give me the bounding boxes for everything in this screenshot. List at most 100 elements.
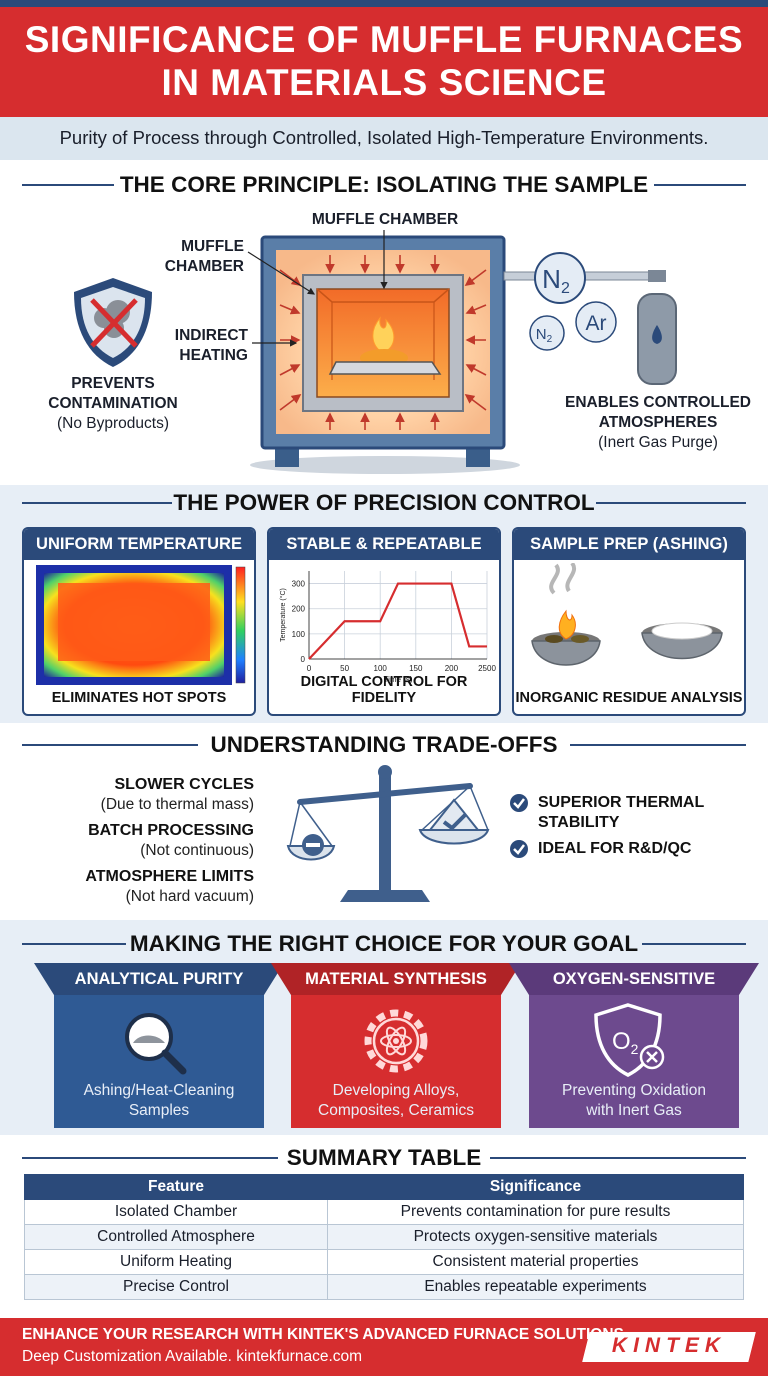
enables-line-1: ENABLES CONTROLLED <box>565 394 751 411</box>
chart-y-tick-label: 0 <box>301 655 306 664</box>
chart-y-tick-label: 100 <box>292 630 306 639</box>
scale-pan-pros <box>418 829 490 845</box>
card-body: O2 Preventing Oxidation with Inert Gas <box>529 995 739 1128</box>
flame-icon <box>372 316 395 354</box>
column-header-significance: Significance <box>327 1174 744 1200</box>
label-muffle-left-line-2: CHAMBER <box>164 258 244 275</box>
pro-item-rd-qc: IDEAL FOR R&D/QC <box>538 840 692 857</box>
cylinder-valve <box>648 270 666 282</box>
indirect-heat-arrows <box>279 255 487 430</box>
con-label: SLOWER CYCLES <box>114 776 254 793</box>
section-divider-right <box>596 502 746 504</box>
chart-x-tick-label: 100 <box>374 664 388 673</box>
header-top-stripe <box>0 0 768 7</box>
card-title: ANALYTICAL PURITY <box>34 963 284 995</box>
sample-tray <box>328 361 442 375</box>
label-muffle-chamber-top: MUFFLE CHAMBER <box>311 211 459 228</box>
pro-line-1: SUPERIOR THERMAL <box>538 794 705 811</box>
label-indirect-line-2: HEATING <box>179 347 248 364</box>
ar-label: Ar <box>586 312 607 335</box>
enables-line-2: ATMOSPHERES <box>598 414 718 431</box>
card-title: OXYGEN-SENSITIVE <box>509 963 759 995</box>
panel-caption: INORGANIC RESIDUE ANALYSIS <box>515 690 743 706</box>
card-text: Preventing Oxidation with Inert Gas <box>529 1081 739 1121</box>
panel-uniform-temperature: UNIFORM TEMPERATURE ELIMINATES HOT SPOTS <box>22 527 256 716</box>
subtitle-band <box>0 117 768 160</box>
con-sub: (Not hard vacuum) <box>125 888 254 905</box>
chart-y-tick-label: 300 <box>292 580 306 589</box>
ashing-crucibles <box>531 563 723 666</box>
check-icon <box>510 794 528 812</box>
header-banner <box>0 7 768 117</box>
chart-x-tick-label: 200 <box>445 664 459 673</box>
kintek-logo-text: KINTEK <box>611 1334 727 1357</box>
page-title-line-1: SIGNIFICANCE OF MUFFLE FURNACES <box>24 19 744 60</box>
con-label: BATCH PROCESSING <box>88 822 254 839</box>
column-header-feature: Feature <box>24 1174 328 1200</box>
n2-small-label: N2 <box>536 326 553 345</box>
card-body: Developing Alloys, Composites, Ceramics <box>291 995 501 1128</box>
prevents-line-1: PREVENTS <box>71 375 155 392</box>
panel-caption: DIGITAL CONTROL FOR FIDELITY <box>300 674 468 706</box>
section-divider-right <box>642 943 746 945</box>
card-text-line-2: with Inert Gas <box>586 1102 682 1119</box>
pro-line-2: STABILITY <box>538 814 620 831</box>
card-text-line-2: Samples <box>128 1102 190 1119</box>
card-text-line-2: Composites, Ceramics <box>318 1102 474 1119</box>
chart-y-tick-label: 200 <box>292 605 306 614</box>
panel-caption: ELIMINATES HOT SPOTS <box>51 690 227 706</box>
con-label: ATMOSPHERE LIMITS <box>85 868 254 885</box>
chart-x-tick-label: 150 <box>409 664 423 673</box>
goal-card-oxygen-sensitive: OXYGEN-SENSITIVE O2 Preventing Oxidation… <box>509 963 759 1128</box>
page-title-line-2: IN MATERIALS SCIENCE <box>161 62 607 103</box>
atom-gear-icon <box>364 1009 428 1073</box>
section-divider-left <box>22 502 172 504</box>
enables-sub: (Inert Gas Purge) <box>598 434 718 451</box>
smoke-icon <box>549 563 576 595</box>
table-cell-significance: Consistent material properties <box>327 1249 744 1275</box>
check-icon <box>510 840 528 858</box>
con-sub: (Due to thermal mass) <box>100 796 254 813</box>
label-muffle-chamber-left: MUFFLE CHAMBER <box>150 237 244 277</box>
goal-card-material-synthesis: MATERIAL SYNTHESIS Developing Alloys, Co… <box>271 963 521 1128</box>
flame-icon <box>558 609 576 640</box>
card-body: Ashing/Heat-Cleaning Samples <box>54 995 264 1128</box>
check-icon <box>442 812 468 831</box>
crucible-residue <box>641 632 723 660</box>
table-cell-significance: Protects oxygen-sensitive materials <box>327 1224 744 1250</box>
furnace-shadow <box>250 456 520 474</box>
white-residue <box>651 622 713 640</box>
thermal-map <box>36 565 246 685</box>
summary-title: SUMMARY TABLE <box>286 1145 482 1170</box>
card-text-line-1: Preventing Oxidation <box>562 1082 706 1099</box>
panel-title: STABLE & REPEATABLE <box>269 529 499 560</box>
choice-title: MAKING THE RIGHT CHOICE FOR YOUR GOAL <box>129 931 639 956</box>
n2-bubble-small <box>529 315 565 351</box>
furnace-foot-left <box>275 445 299 467</box>
table-cell-feature: Isolated Chamber <box>24 1199 328 1225</box>
section-divider-left <box>22 1157 278 1159</box>
panel-sample-prep: SAMPLE PREP (ASHING) INORGANIC RESIDUE A… <box>512 527 746 716</box>
table-row: Controlled Atmosphere Protects oxygen-se… <box>24 1224 744 1250</box>
page-subtitle: Purity of Process through Controlled, Is… <box>59 127 709 148</box>
n2-bubble-large <box>534 252 586 304</box>
magnifier-icon <box>125 1013 187 1075</box>
footer-website[interactable]: Deep Customization Available. kintekfurn… <box>22 1348 363 1365</box>
panel-title: SAMPLE PREP (ASHING) <box>514 529 744 560</box>
section-divider-right <box>490 1157 746 1159</box>
chart-x-axis-label: Time (s) <box>383 675 412 684</box>
section-divider-left <box>22 184 114 186</box>
core-principle-title: THE CORE PRINCIPLE: ISOLATING THE SAMPLE <box>119 172 649 197</box>
furnace-foot-right <box>466 445 490 467</box>
table-cell-feature: Uniform Heating <box>24 1249 328 1275</box>
summary-table: Feature Significance Isolated Chamber Pr… <box>24 1174 744 1300</box>
ar-bubble <box>575 301 617 343</box>
chart-x-tick-label: 0 <box>307 664 312 673</box>
section-divider-right <box>570 744 746 746</box>
n2-large-label: N2 <box>542 264 570 297</box>
prevents-sub: (No Byproducts) <box>57 415 169 432</box>
table-header-row: Feature Significance <box>24 1174 744 1200</box>
chart-series-line <box>308 582 487 660</box>
